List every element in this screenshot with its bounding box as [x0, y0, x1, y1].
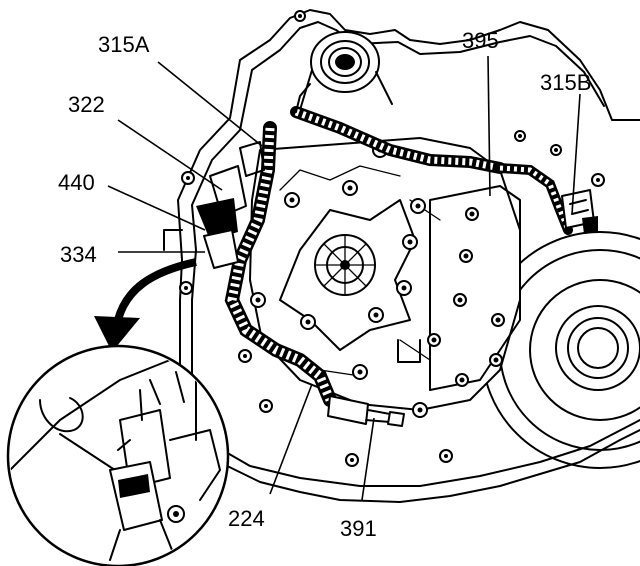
leader-lines: [107, 55, 581, 501]
callout-395: 395: [462, 28, 499, 53]
valve-body: [249, 137, 521, 411]
callout-315a: 315A: [98, 32, 150, 57]
callout-391: 391: [340, 516, 377, 541]
connector-315b: [561, 189, 598, 234]
connector-334-region: [163, 141, 265, 269]
callout-labels: 315A 322 440 334 395 315B 224 391: [58, 28, 591, 541]
callout-315b: 315B: [540, 70, 591, 95]
callout-334: 334: [60, 242, 97, 267]
callout-322: 322: [68, 92, 105, 117]
detail-arrow: [94, 258, 197, 352]
callout-224: 224: [228, 506, 265, 531]
detail-inset: [6, 344, 230, 566]
wiring-harness-224: [224, 83, 573, 427]
callout-440: 440: [58, 170, 95, 195]
